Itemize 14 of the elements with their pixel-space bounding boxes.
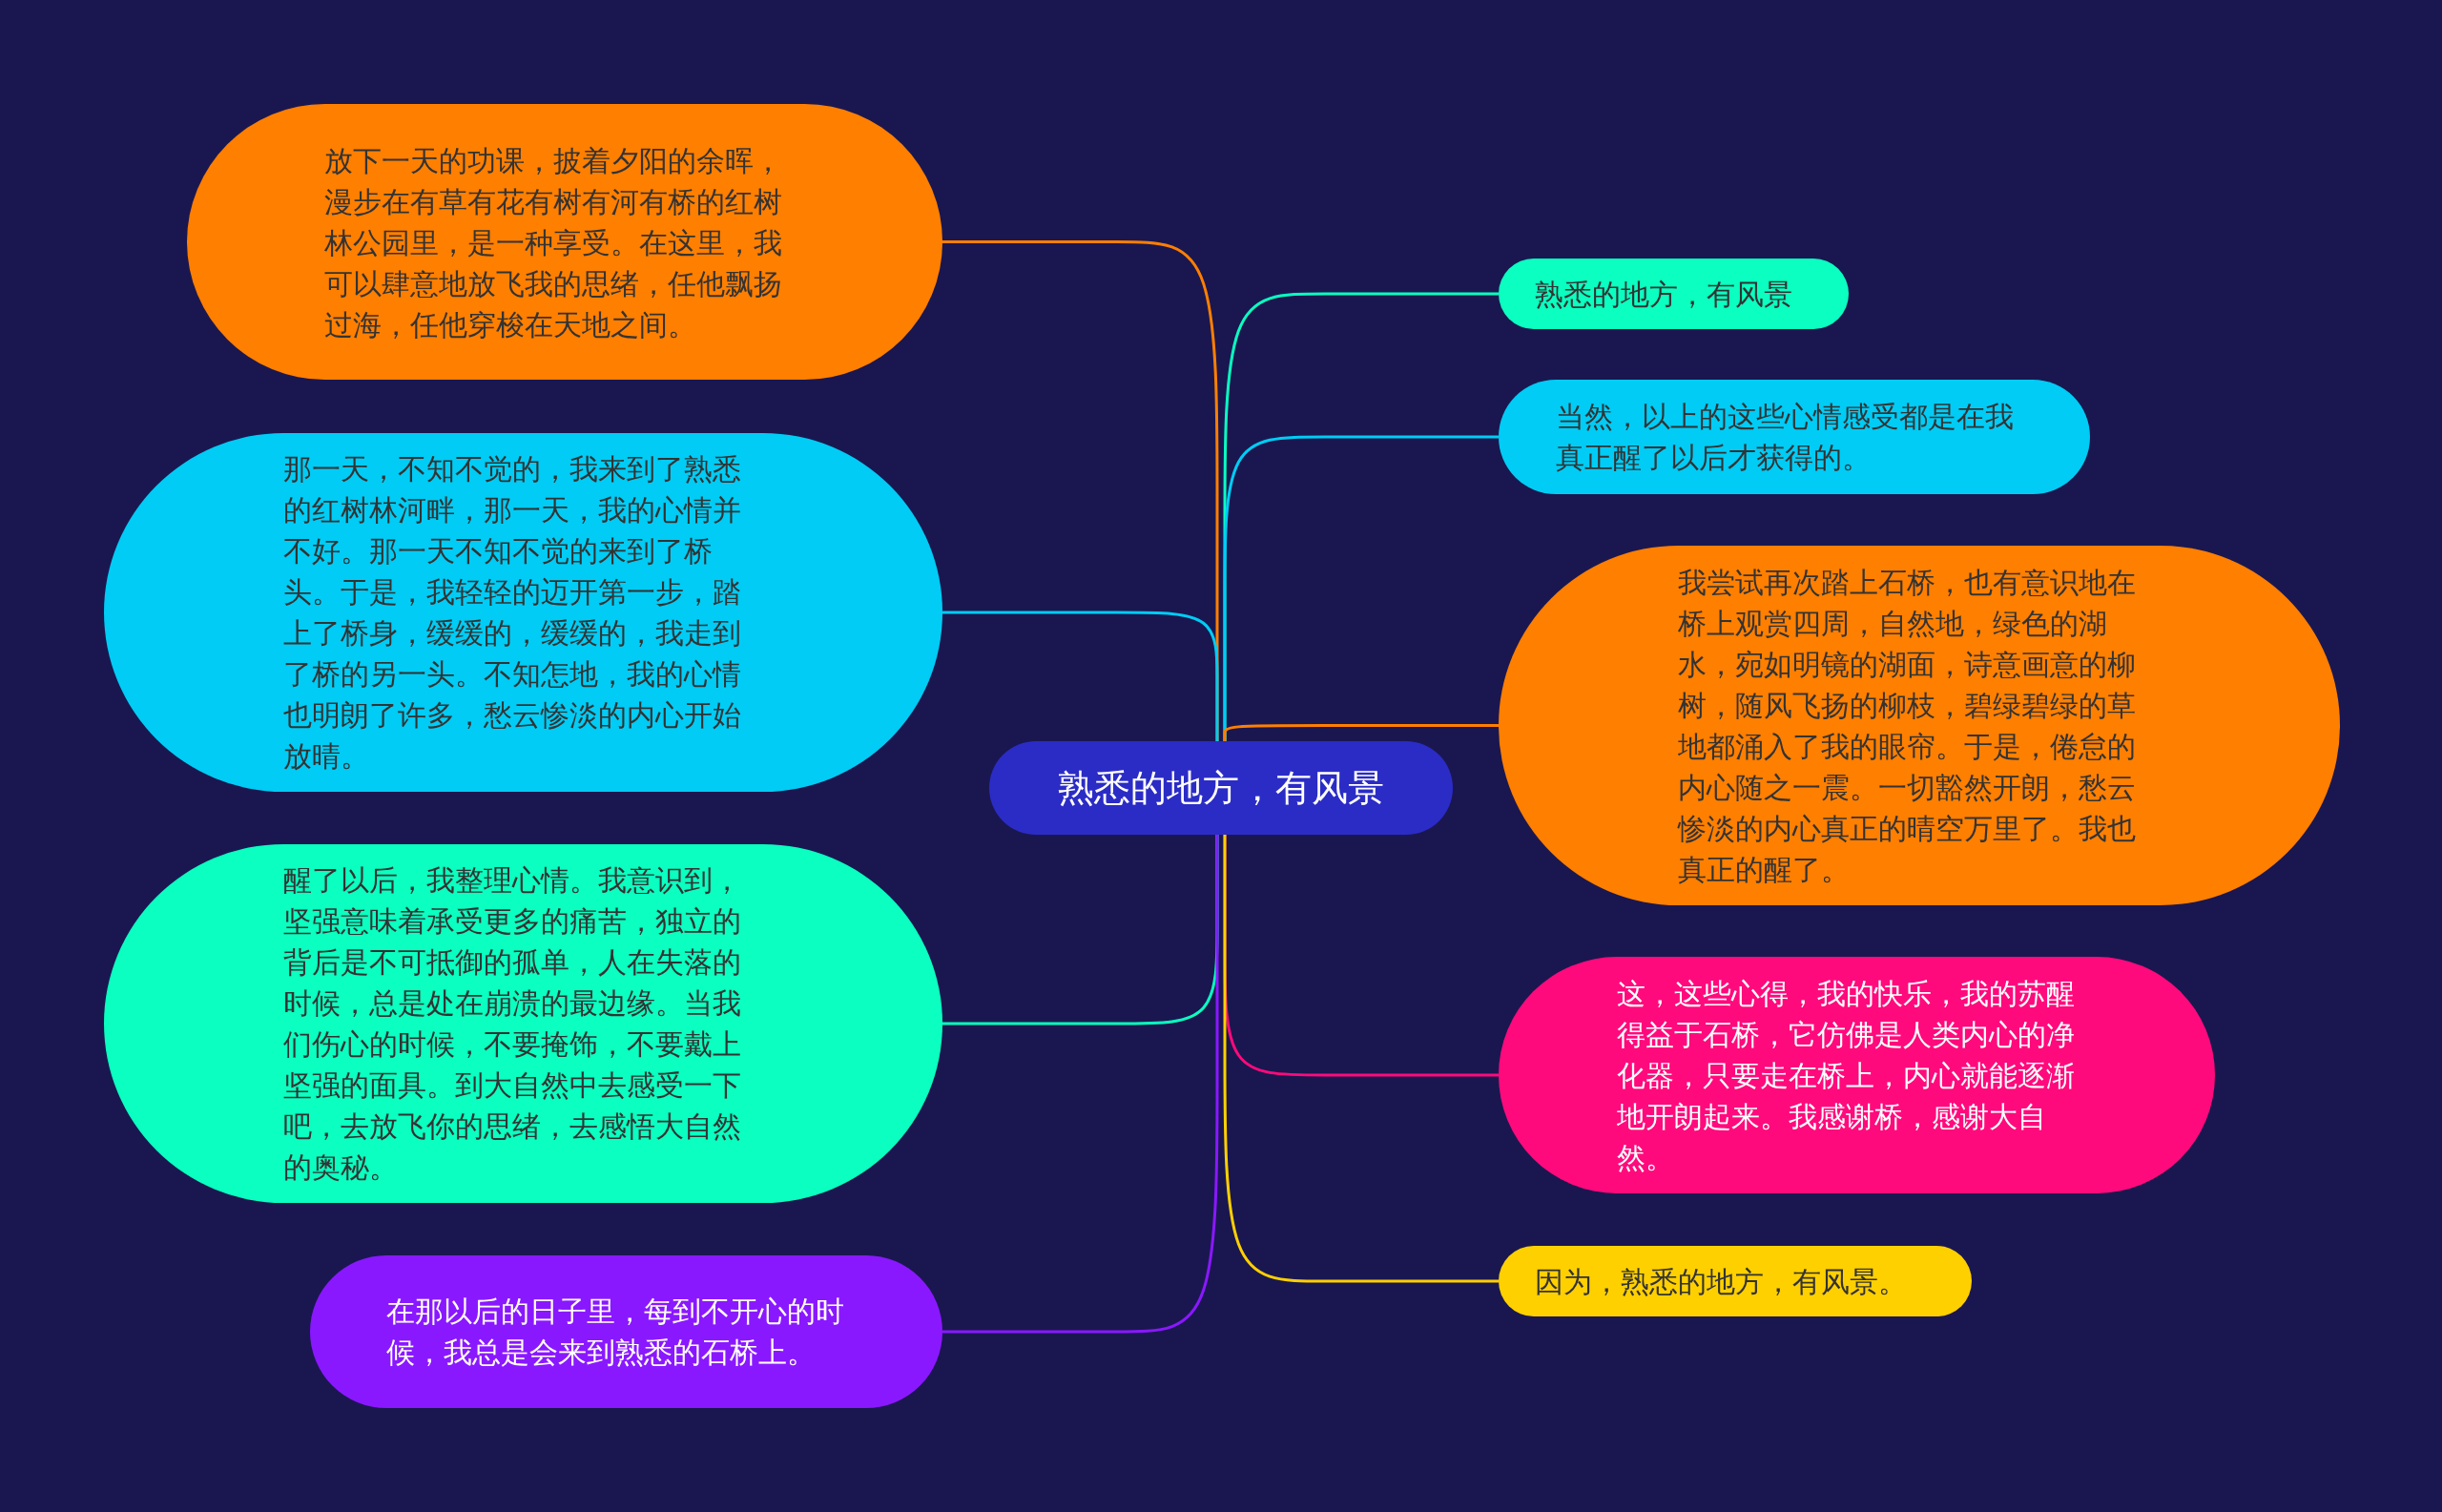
- topic-text: 醒了以后，我整理心情。我意识到，坚强意味着承受更多的痛苦，独立的背后是不可抵御的孤单，人在失落的时候，总是处在崩溃的最边缘。当我们伤心的时候，不要掩饰，不要戴上坚强的面具。到大自然中去感受一下吧，去放飞你的思绪，去感悟大自然的奥秘。: [283, 862, 742, 1186]
- topic-text: 当然，以上的这些心情感受都是在我真正醒了以后才获得的。: [1556, 399, 2015, 476]
- topic-text: 这，这些心得，我的快乐，我的苏醒得益于石桥，它仿佛是人类内心的净化器，只要走在桥上，内心就能逐渐地开朗起来。我感谢桥，感谢大自然。: [1617, 975, 2076, 1176]
- topic-text: 在那以后的日子里，每到不开心的时候，我总是会来到熟悉的石桥上。: [386, 1294, 845, 1371]
- connector-line: [942, 611, 1219, 741]
- topic-text: 放下一天的功课，披着夕阳的余晖，漫步在有草有花有树有河有桥的红树林公园里，是一种享受。在这里，我可以肆意地放飞我的思绪，任他飘扬过海，任他穿梭在天地之间。: [324, 142, 783, 342]
- connector-line: [942, 835, 1219, 1334]
- connector-line: [1223, 724, 1499, 742]
- topic-text: 那一天，不知不觉的，我来到了熟悉的红树林河畔，那一天，我的心情并不好。那一天不知不觉的来到了桥头。于是，我轻轻的迈开第一步，踏上了桥身，缓缓的，缓缓的，我走到了桥的另一头。不知怎地，我的心情也明朗了许多，愁云惨淡的内心开始放晴。: [283, 451, 742, 775]
- topic-text: 因为，熟悉的地方，有风景。: [1535, 1263, 1908, 1300]
- topic-text: 熟悉的地方，有风景: [1535, 276, 1793, 313]
- connector-line: [1223, 835, 1499, 1283]
- topic-text: 我尝试再次踏上石桥，也有意识地在桥上观赏四周，自然地，绿色的湖水，宛如明镜的湖面，诗意画意的柳树，随风飞扬的柳枝，碧绿碧绿的草地都涌入了我的眼帘。于是，倦怠的内心随之一震。一切豁然开朗，愁云惨淡的内心真正的晴空万里了。我也真正的醒了。: [1678, 564, 2137, 888]
- topic-text: 熟悉的地方，有风景: [1058, 767, 1384, 809]
